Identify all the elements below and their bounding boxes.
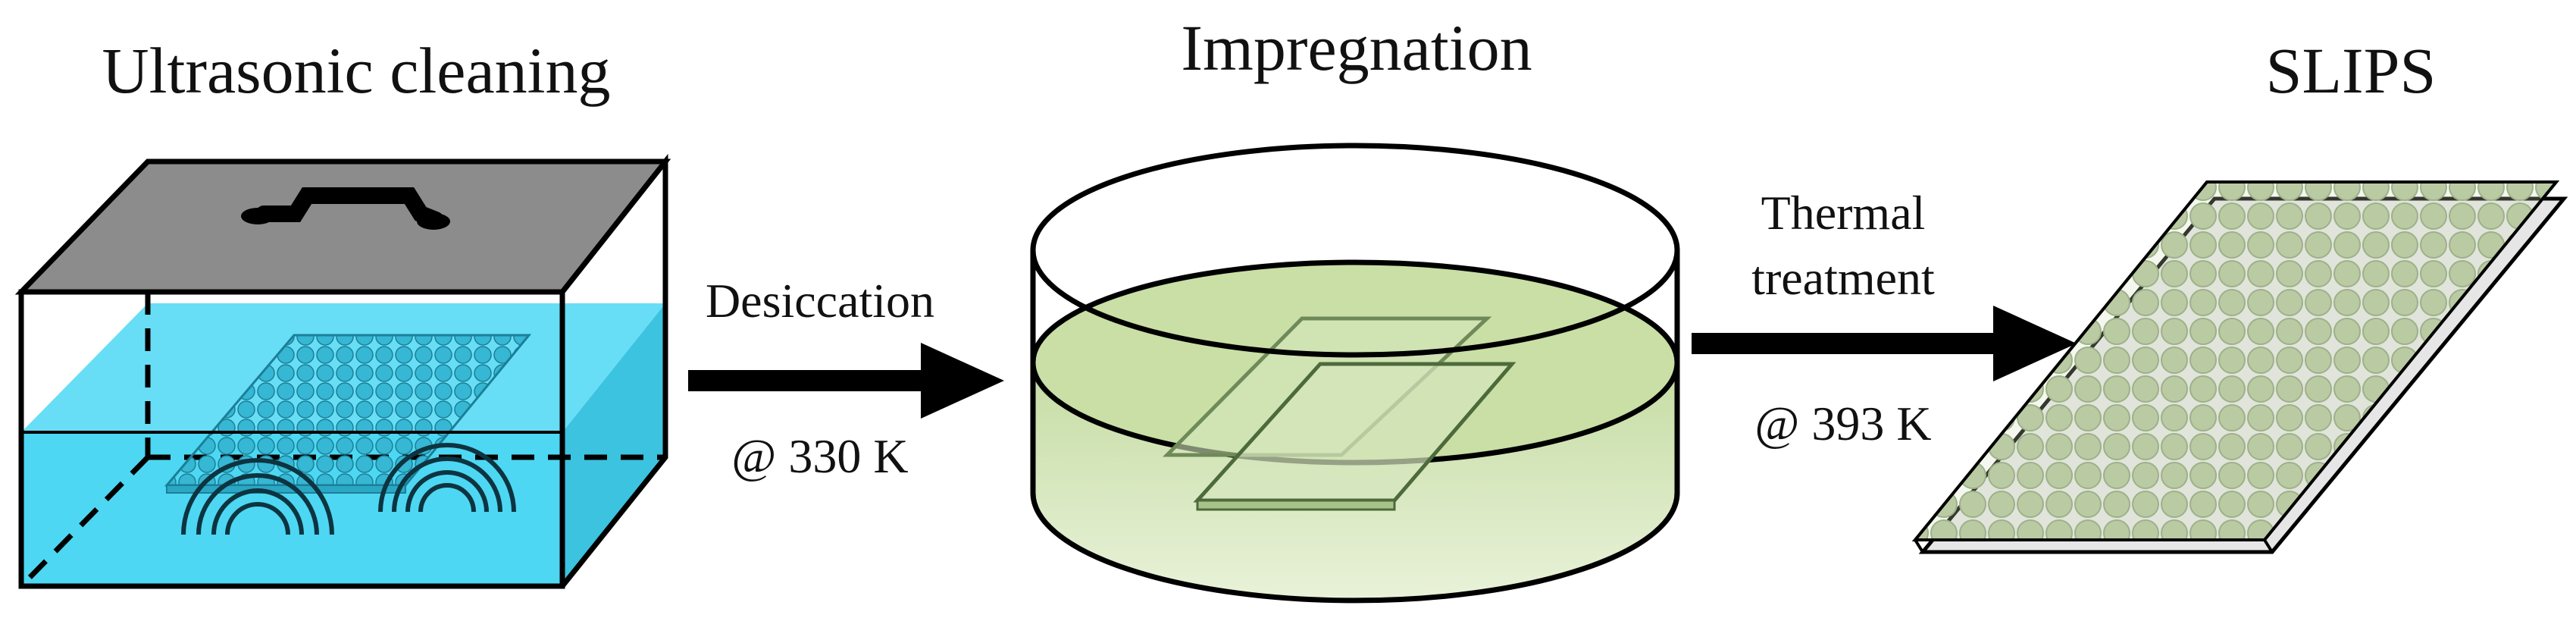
bath-lid [14, 158, 671, 295]
slips-sample [1911, 180, 2568, 554]
stage-title-ultrasonic: Ultrasonic cleaning [102, 34, 610, 107]
transition-condition-393k: @ 393 K [1754, 397, 1931, 450]
stage-title-slips: SLIPS [2266, 34, 2437, 107]
ultrasonic-waves-left [181, 458, 334, 535]
transition-condition-330k: @ 330 K [731, 429, 908, 483]
stage-title-impregnation: Impregnation [1181, 11, 1532, 84]
ultrasonic-bath [14, 153, 671, 589]
transition-label-desiccation: Desiccation [706, 274, 934, 328]
impregnation-dish [1030, 143, 1680, 604]
ultrasonic-waves-right [378, 443, 516, 513]
arrow-thermal-treatment [1692, 306, 2077, 381]
transition-label-treatment: treatment [1751, 251, 1935, 305]
lid-handle [255, 187, 444, 228]
arrow-desiccation [688, 343, 1004, 419]
transition-label-thermal: Thermal [1761, 186, 1926, 240]
